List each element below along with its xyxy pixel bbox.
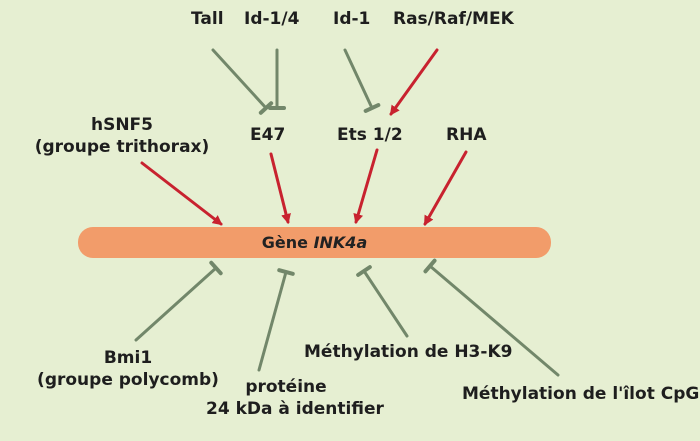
- gene-name: INK4a: [313, 233, 368, 252]
- gene-prefix: Gène: [261, 233, 308, 252]
- arrow-rha-gene: [423, 150, 468, 226]
- label-hsnf5: hSNF5: [90, 115, 153, 135]
- label-proteine-group: protéine 24 kDa à identifier: [206, 376, 384, 420]
- arrow-cpg-gene: [423, 258, 560, 377]
- label-ets-1-2: Ets 1/2: [337, 125, 403, 145]
- arrow-bmi1-gene: [134, 260, 223, 342]
- label-hsnf5-group: hSNF5 (groupe trithorax): [34, 114, 210, 158]
- label-e47: E47: [250, 125, 286, 145]
- label-polycomb: (groupe polycomb): [37, 370, 219, 390]
- label-id-1: Id-1: [333, 9, 371, 29]
- label-id-1-4: Id-1/4: [244, 9, 300, 29]
- arrow-proteine-gene: [257, 268, 295, 372]
- label-bmi1: Bmi1: [103, 348, 153, 368]
- arrow-ras-ets: [389, 48, 439, 116]
- arrow-tall-e47: [211, 48, 274, 115]
- arrow-e47-gene: [269, 152, 291, 224]
- label-24kda: 24 kDa à identifier: [206, 399, 384, 419]
- label-methylation-cpg: Méthylation de l'îlot CpG: [462, 384, 700, 404]
- gene-ink4a-bar: Gène INK4a: [78, 227, 551, 258]
- arrow-h3k9-gene: [356, 265, 409, 338]
- arrow-ets-gene: [353, 148, 379, 224]
- label-tall: Tall: [191, 9, 224, 29]
- arrow-hsnf5-gene: [140, 161, 223, 226]
- arrow-id14-e47: [268, 48, 286, 110]
- arrow-id1-ets: [343, 48, 381, 113]
- label-bmi1-group: Bmi1 (groupe polycomb): [36, 347, 220, 391]
- label-ras-raf-mek: Ras/Raf/MEK: [393, 9, 514, 29]
- label-rha: RHA: [446, 125, 487, 145]
- label-methylation-h3k9: Méthylation de H3-K9: [304, 342, 513, 362]
- label-proteine: protéine: [245, 377, 327, 397]
- label-trithorax: (groupe trithorax): [34, 137, 210, 157]
